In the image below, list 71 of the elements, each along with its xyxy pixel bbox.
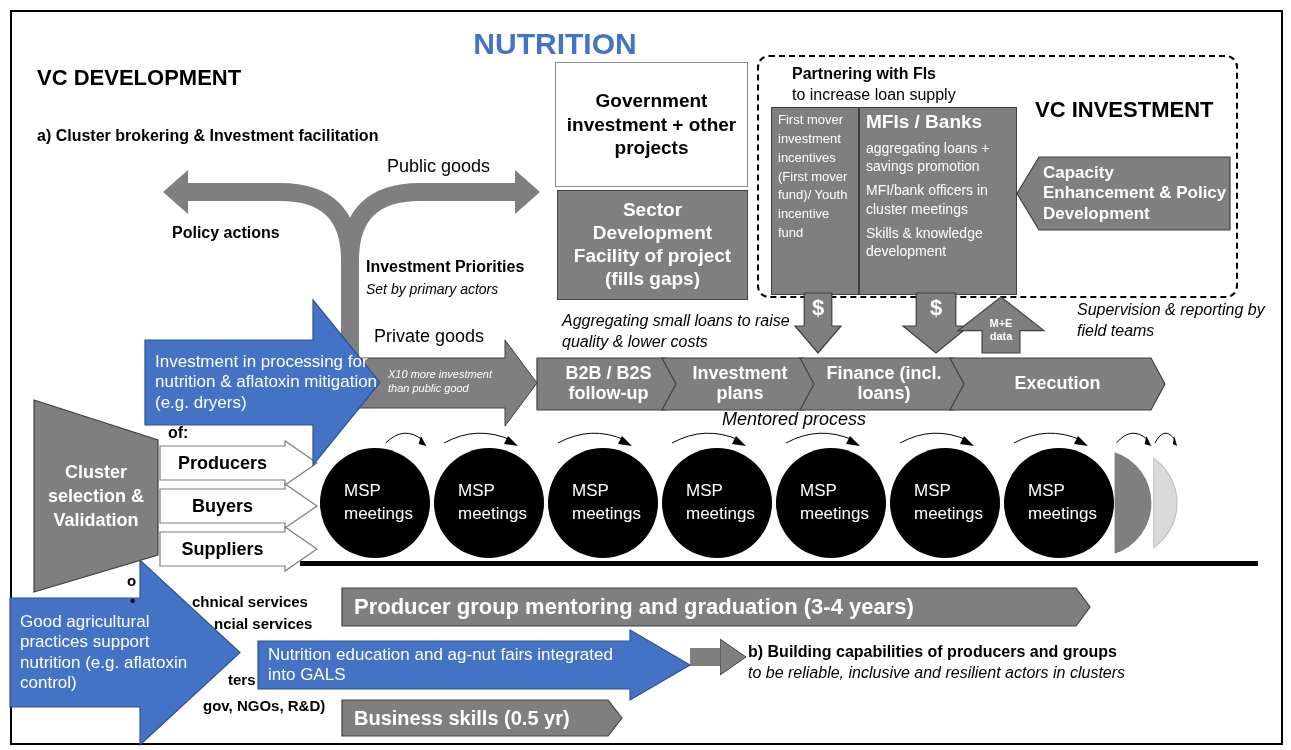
group-subheading: to increase loan supply: [792, 86, 956, 104]
arrow-text: Buyers: [192, 495, 253, 517]
group-heading: Partnering with FIs: [792, 65, 936, 83]
step-label: Execution: [1014, 374, 1101, 394]
annotation-heading: Investment Priorities: [366, 258, 525, 276]
block-arrow-up: [958, 297, 1044, 353]
annotation-text: Aggregating small loans to raise quality & lower costs: [562, 311, 791, 352]
arrow-label: Public goods: [387, 156, 491, 177]
panel-text: First mover investment incentives (First mover fund)/ Youth incentive fund: [778, 111, 849, 243]
group-title: VC INVESTMENT: [1035, 97, 1214, 123]
meeting-label: MSP meetings: [344, 480, 414, 525]
panel-text: Skills & knowledge development: [866, 223, 984, 261]
text-fragment: ncial services: [214, 615, 313, 632]
meeting-label: MSP meetings: [800, 480, 870, 525]
block-arrow-right: [160, 484, 317, 528]
section-subheading: to be reliable, inclusive and resilient actors in clusters: [748, 664, 1127, 682]
step-label: Investment plans: [691, 364, 789, 404]
arrow-text: Producers: [177, 452, 267, 474]
callout-text: Good agricultural practices support nutrition (e.g. aflatoxin control): [20, 611, 189, 694]
title: NUTRITION: [472, 27, 638, 61]
info-panel: [859, 107, 1017, 295]
text-fragment: o: [127, 572, 137, 589]
panel-text: MFI/bank officers in cluster meetings: [866, 181, 989, 218]
bar-text: Business skills (0.5 yr): [354, 706, 570, 730]
box-title: Government investment + other projects: [565, 88, 738, 161]
callout-arrow: [258, 630, 690, 700]
text-fragment: chnical services: [192, 593, 308, 610]
meeting-label: MSP meetings: [572, 480, 642, 525]
text-fragment: ters: [228, 671, 256, 688]
block-arrow-down: [795, 293, 841, 353]
meeting-label: MSP meetings: [458, 480, 528, 525]
annotation-text: Supervision & reporting by field teams: [1077, 300, 1267, 341]
block-arrow-right: [160, 441, 317, 485]
process-box: [557, 190, 748, 300]
info-panel: [771, 107, 859, 295]
panel-text: aggregating loans + savings promotion: [866, 139, 991, 176]
box-title: Sector Development Facility of project (fills gaps): [572, 199, 733, 291]
bar-text: Producer group mentoring and graduation (3-4 years): [354, 594, 914, 620]
block-arrow-right: [160, 527, 317, 571]
section-heading: b) Building capabilities of producers and groups: [748, 643, 1118, 661]
meeting-label: MSP meetings: [686, 480, 756, 525]
dashed-group-frame: [757, 55, 1238, 298]
block-arrow-left: [1017, 157, 1230, 230]
meeting-circle: [320, 448, 430, 558]
dollar-sign: $: [929, 295, 943, 321]
text-fragment: gov, NGOs, R&D): [203, 697, 326, 714]
process-step: [950, 358, 1165, 410]
list-heading: of:: [168, 424, 189, 442]
arrow-text: Suppliers: [181, 538, 264, 560]
section-title: VC DEVELOPMENT: [37, 65, 242, 91]
panel-title: MFIs / Banks: [866, 111, 984, 133]
arrow-text: Capacity Enhancement & Policy Development: [1043, 162, 1228, 225]
arrow-label: Policy actions: [172, 224, 280, 242]
step-label: B2B / B2S follow-up: [564, 364, 653, 404]
meeting-label: MSP meetings: [914, 480, 984, 525]
arrow-note: X10 more investment than public good: [388, 367, 494, 396]
callout-text: Nutrition education and ag-nut fairs integrated into GALS: [268, 644, 614, 686]
annotation-text: Set by primary actors: [366, 281, 499, 297]
bullet: •: [130, 592, 136, 609]
section-heading: a) Cluster brokering & Investment facilitation: [37, 127, 379, 145]
process-caption: Mentored process: [722, 409, 867, 430]
step-label: Finance (incl. loans): [825, 364, 943, 404]
dollar-sign: $: [811, 295, 825, 321]
arrow: [690, 638, 747, 676]
trapezoid-shape: [34, 400, 158, 592]
meeting-label: MSP meetings: [1028, 480, 1098, 525]
arrow-text: M+E data: [988, 317, 1014, 344]
callout-text: Investment in processing for nutrition & aflatoxin mitigation (e.g. dryers): [155, 351, 379, 414]
box-title: Cluster selection & Validation: [47, 460, 145, 533]
arrow-label: Private goods: [374, 326, 485, 347]
text-box: [555, 62, 748, 187]
